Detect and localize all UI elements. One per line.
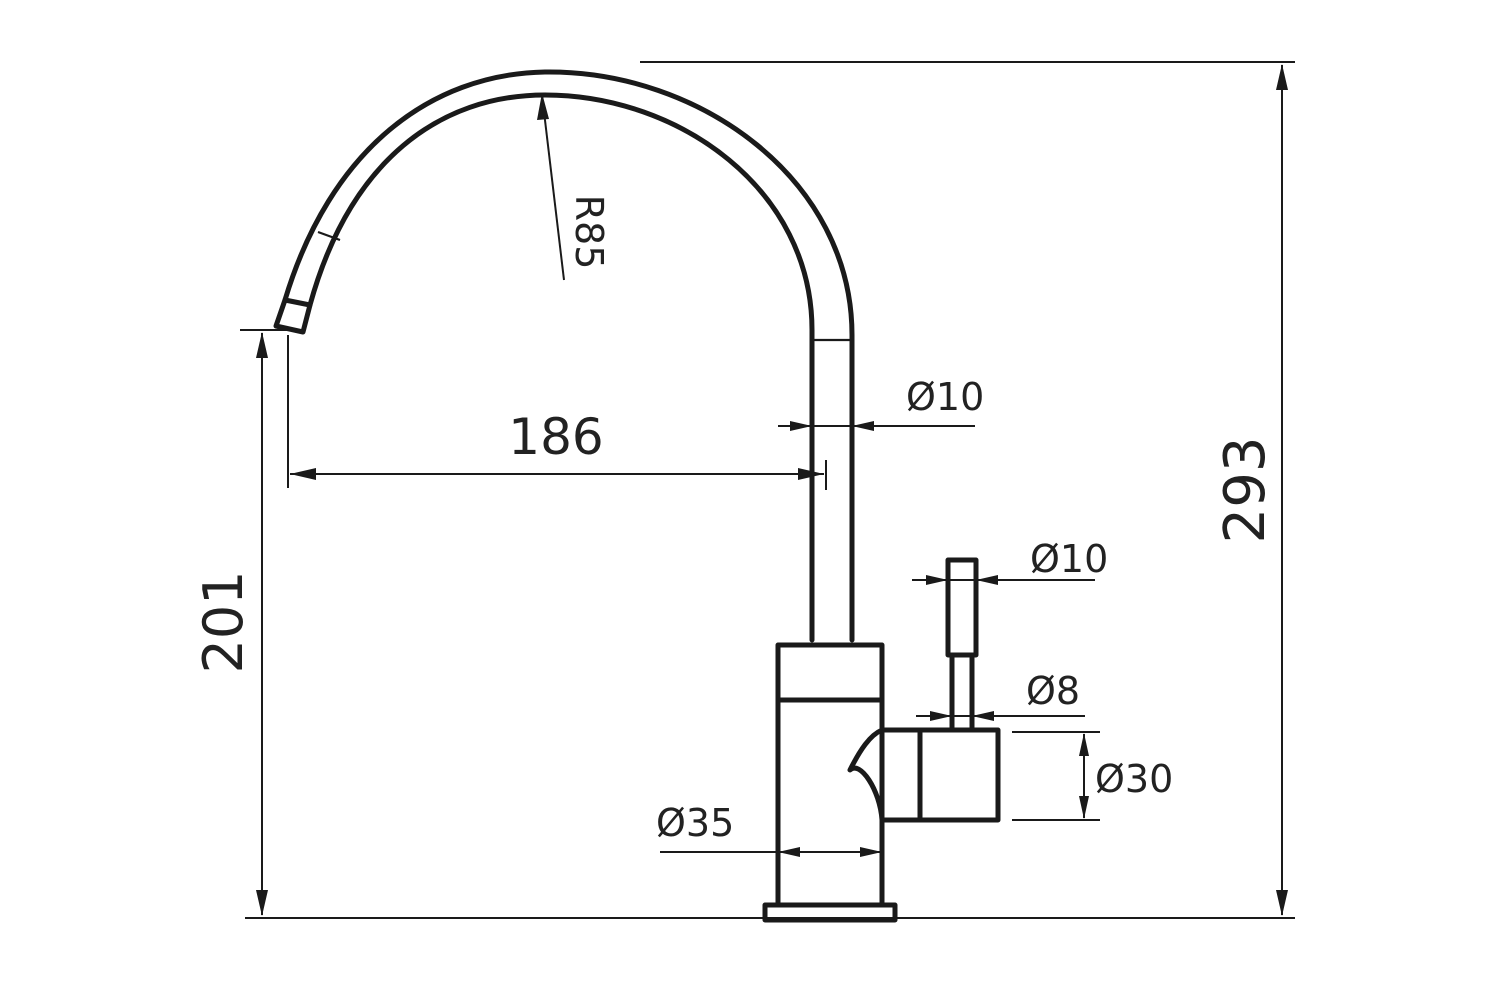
label-overall-height: 293: [1213, 437, 1278, 544]
label-spout-tube-diameter: Ø10: [906, 375, 984, 419]
dim-arrow-lever-tip-left: [926, 575, 948, 585]
dim-arrow-overall-top: [1276, 64, 1288, 90]
handle-saddle: [847, 727, 923, 823]
dim-line-radius: [541, 94, 565, 281]
dim-arrow-overall-bottom: [1276, 890, 1288, 916]
spout-outer-edge: [282, 69, 855, 643]
dim-arrow-body-right: [860, 847, 882, 857]
label-lever-tip-diameter: Ø10: [1030, 537, 1108, 581]
label-spout-height: 201: [192, 570, 255, 673]
dim-arrow-reach-right: [798, 468, 824, 480]
dimension-labels: 293 201 186 R85 Ø10 Ø10 Ø8 Ø30 Ø35: [192, 195, 1278, 845]
spout-nozzle-band: [317, 230, 341, 242]
dim-arrow-lever-stem-right: [972, 711, 994, 721]
dim-arrow-lever-stem-left: [930, 711, 952, 721]
dim-arrow-reach-left: [290, 468, 316, 480]
dim-arrow-spout-height-top: [256, 332, 268, 358]
dim-arrow-body-left: [778, 847, 800, 857]
dim-arrow-radius: [537, 93, 549, 120]
faucet-body-group: [273, 69, 1001, 923]
label-body-diameter: Ø35: [656, 801, 734, 845]
extension-lines: [240, 61, 1295, 919]
label-spout-radius: R85: [567, 195, 611, 270]
dim-arrow-spout-dia-right: [852, 421, 874, 431]
label-handle-hub-diameter: Ø30: [1095, 757, 1173, 801]
dim-arrow-lever-tip-right: [976, 575, 998, 585]
handle-hub: [917, 727, 1001, 823]
label-spout-reach: 186: [508, 408, 603, 466]
spout-inner-edge: [307, 92, 815, 643]
dimension-lines: [256, 64, 1288, 916]
label-lever-stem-diameter: Ø8: [1026, 669, 1080, 713]
spout-nozzle: [273, 297, 313, 335]
dim-arrow-spout-height-bottom: [256, 890, 268, 916]
dim-arrow-hub-bottom: [1079, 796, 1089, 819]
dim-arrow-hub-top: [1079, 733, 1089, 756]
lever-tip: [945, 557, 979, 658]
faucet-base: [762, 902, 898, 923]
lever-stem: [949, 652, 975, 733]
dim-arrow-spout-dia-left: [790, 421, 812, 431]
